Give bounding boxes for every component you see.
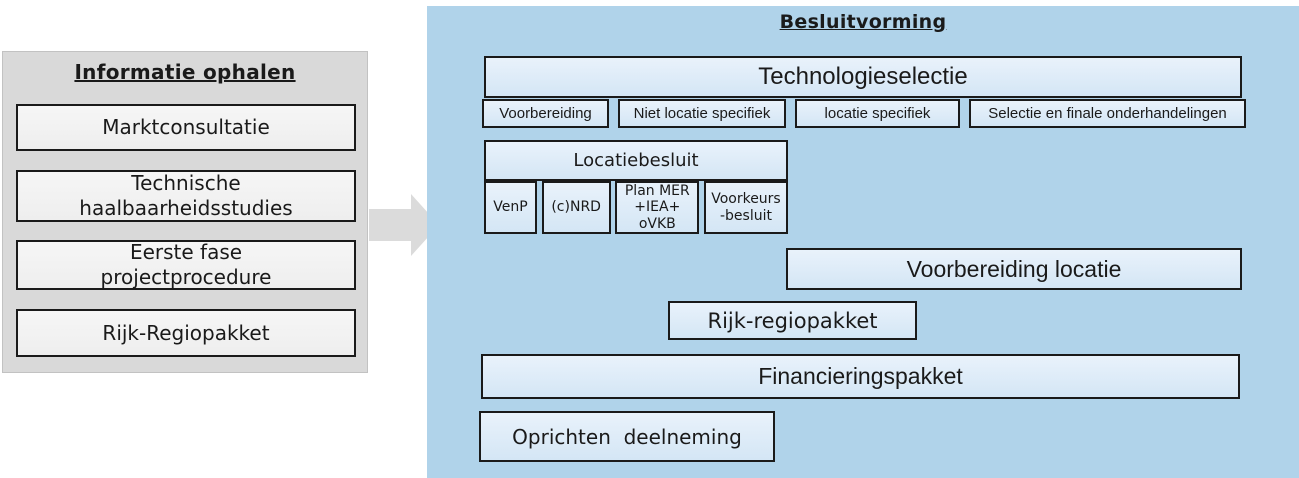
tech-phase-niet-locatie-specifiek: Niet locatie specifiek bbox=[618, 99, 786, 128]
tech-phase-locatie-specifiek: locatie specifiek bbox=[795, 99, 960, 128]
financieringspakket-box: Financieringspakket bbox=[481, 354, 1240, 399]
oprichten-deelneming-box: Oprichten deelneming bbox=[479, 411, 775, 462]
rijk-regiopakket-box: Rijk-regiopakket bbox=[668, 301, 917, 340]
voorbereiding-locatie-box: Voorbereiding locatie bbox=[786, 248, 1242, 290]
loc-phase-voorkeursbesluit: Voorkeurs -besluit bbox=[703, 181, 788, 234]
info-box-rijk-regiopakket: Rijk-Regiopakket bbox=[16, 309, 356, 357]
besluitvorming-panel: Besluitvorming Technologieselectie Voorb… bbox=[427, 6, 1299, 478]
tech-phase-selectie-finale-onderhandelingen: Selectie en finale onderhandelingen bbox=[969, 99, 1246, 128]
info-box-technische-haalbaarheidsstudies: Technische haalbaarheidsstudies bbox=[16, 170, 356, 222]
right-arrow-icon bbox=[369, 194, 439, 256]
tech-phase-voorbereiding: Voorbereiding bbox=[482, 99, 609, 128]
besluitvorming-title: Besluitvorming bbox=[779, 11, 947, 33]
loc-phase-cnrd: (c)NRD bbox=[541, 181, 611, 234]
informatie-ophalen-panel: Informatie ophalen Marktconsultatie Tech… bbox=[2, 51, 368, 373]
info-box-eerste-fase-projectprocedure: Eerste fase projectprocedure bbox=[16, 240, 356, 290]
loc-phase-plan-mer-iea-ovkb: Plan MER +IEA+ oVKB bbox=[615, 181, 700, 234]
loc-phase-venp: VenP bbox=[484, 181, 537, 234]
info-box-marktconsultatie: Marktconsultatie bbox=[16, 104, 356, 151]
informatie-ophalen-title: Informatie ophalen bbox=[74, 60, 296, 84]
locatiebesluit-phase-row: VenP (c)NRD Plan MER +IEA+ oVKB Voorkeur… bbox=[484, 181, 788, 234]
locatiebesluit-box: Locatiebesluit bbox=[484, 140, 788, 181]
technologieselectie-phase-row: Voorbereiding Niet locatie specifiek loc… bbox=[482, 99, 1246, 128]
technologieselectie-box: Technologieselectie bbox=[484, 56, 1242, 98]
